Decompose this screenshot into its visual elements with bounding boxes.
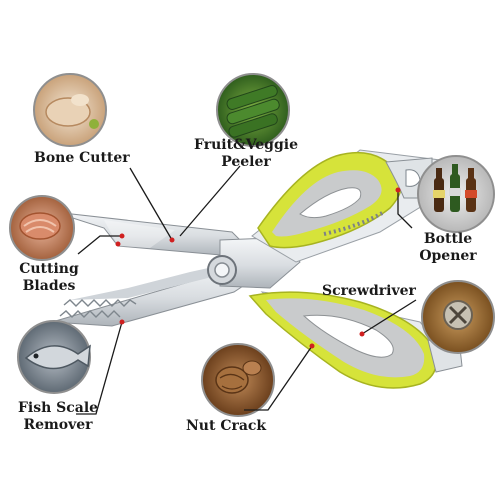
fish-scale-remover-label: Fish Scale Remover bbox=[8, 400, 108, 434]
pointer-dots bbox=[115, 187, 401, 349]
nut-crack-label: Nut Crack bbox=[186, 418, 267, 434]
meat-icon bbox=[33, 73, 107, 147]
bone-cutter-label: Bone Cutter bbox=[34, 150, 130, 166]
peeler-label-line1: Fruit&Veggie bbox=[194, 137, 298, 153]
bottle-opener-line2: Opener bbox=[419, 248, 477, 264]
peeler-label-line2: Peeler bbox=[221, 154, 271, 170]
ham-icon bbox=[9, 195, 75, 261]
screwdriver-label: Screwdriver bbox=[322, 283, 416, 299]
bottle-opener-line1: Bottle bbox=[423, 231, 473, 247]
screw-icon bbox=[421, 280, 495, 354]
fish-scale-line2: Remover bbox=[23, 417, 93, 433]
fish-scale-line1: Fish Scale bbox=[17, 400, 99, 416]
bottle-opener-label: Bottle Opener bbox=[408, 231, 488, 265]
cutting-blades-line1: Cutting bbox=[19, 261, 79, 277]
beer-bottles-icon bbox=[417, 155, 495, 233]
pivot-screw bbox=[207, 255, 237, 285]
walnut-icon bbox=[201, 343, 275, 417]
cutting-blades-label: Cutting Blades bbox=[12, 261, 86, 295]
pointer-lines bbox=[76, 165, 417, 415]
fish-icon bbox=[17, 320, 91, 394]
cucumber-icon bbox=[216, 73, 290, 147]
lower-handle bbox=[248, 291, 438, 389]
cutting-blades-line2: Blades bbox=[22, 278, 76, 294]
peeler-label: Fruit&Veggie Peeler bbox=[186, 137, 306, 171]
